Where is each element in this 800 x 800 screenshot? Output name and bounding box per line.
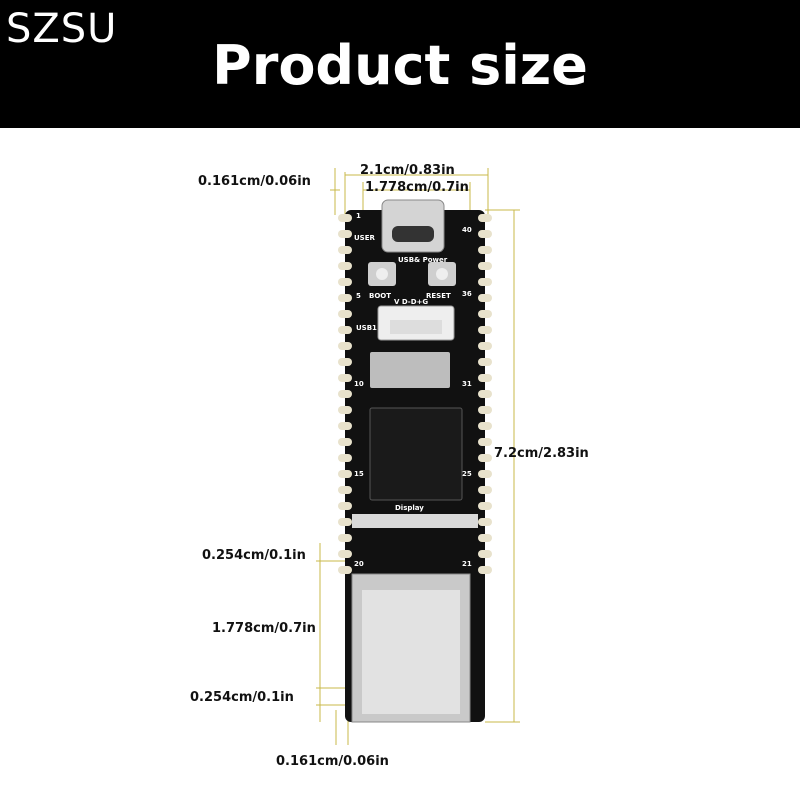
usb-power-label: USB& Power <box>398 256 448 264</box>
dim-rj45-height: 1.778cm/0.7in <box>212 621 316 636</box>
pin10-label: 10 <box>354 380 364 388</box>
dim-length: 7.2cm/2.83in <box>494 446 589 461</box>
pin36-label: 36 <box>462 290 472 298</box>
usb1-label: USB1 <box>356 324 377 332</box>
left-pin-pads <box>338 214 352 574</box>
title-banner: SZSU Product size <box>0 0 800 128</box>
pin5-label: 5 <box>356 292 361 300</box>
dim-rj45-top-offset: 0.254cm/0.1in <box>202 548 306 563</box>
display-connector <box>352 514 478 528</box>
dim-width-total: 2.1cm/0.83in <box>360 163 455 178</box>
dim-pin-offset-bottom: 0.161cm/0.06in <box>276 754 389 769</box>
vdd-label: V D-D+G <box>394 298 428 306</box>
sd-card-slot <box>370 352 450 388</box>
user-label: USER <box>354 234 376 242</box>
dim-pin-offset-top: 0.161cm/0.06in <box>198 174 311 189</box>
pin31-label: 31 <box>462 380 472 388</box>
reset-label: RESET <box>426 292 451 300</box>
brand-watermark: SZSU <box>6 6 118 52</box>
pin25-label: 25 <box>462 470 472 478</box>
pin21-label: 21 <box>462 560 472 568</box>
pin40-label: 40 <box>462 226 472 234</box>
pin15-label: 15 <box>354 470 364 478</box>
pin1-label: 1 <box>356 212 361 220</box>
main-chip <box>369 407 463 501</box>
dim-usb-width: 1.778cm/0.7in <box>365 180 469 195</box>
right-pin-pads <box>478 214 492 574</box>
dim-rj45-bottom-offset: 0.254cm/0.1in <box>190 690 294 705</box>
display-label: Display <box>395 504 424 512</box>
boot-label: BOOT <box>369 292 391 300</box>
page-title: Product size <box>212 34 588 97</box>
pin20-label: 20 <box>354 560 364 568</box>
